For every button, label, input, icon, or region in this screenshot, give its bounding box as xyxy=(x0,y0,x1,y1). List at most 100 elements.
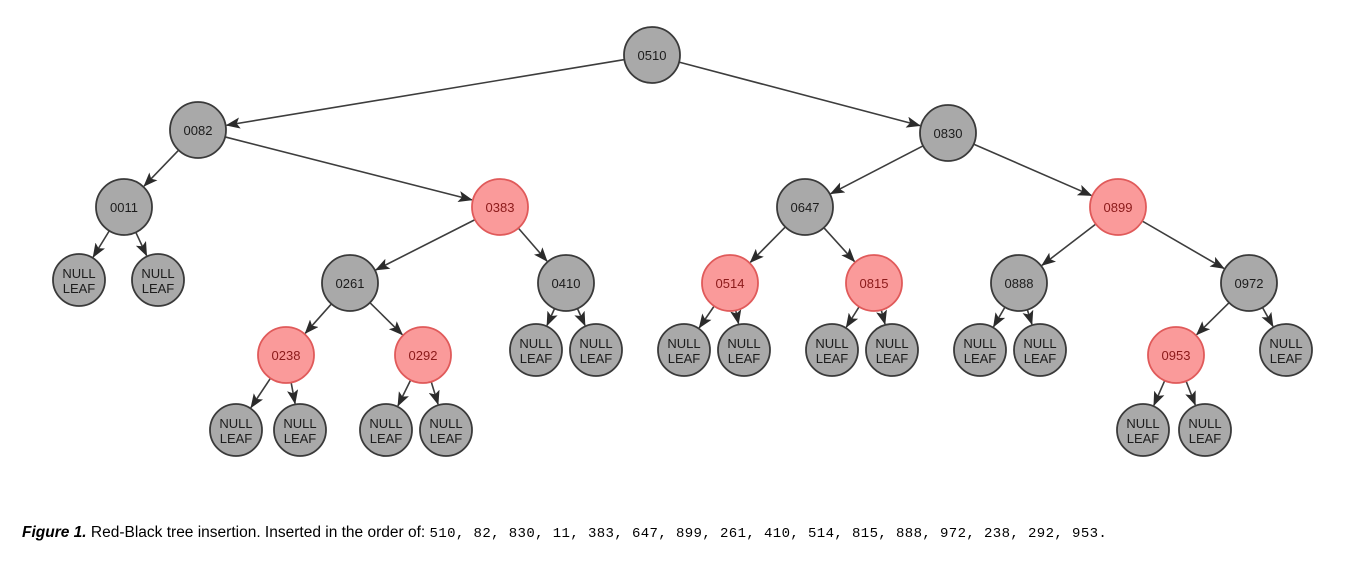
tree-node-383[interactable]: 0383 xyxy=(471,178,529,236)
leaf-circle xyxy=(569,323,623,377)
tree-edge xyxy=(135,232,148,257)
tree-edge xyxy=(1022,309,1034,326)
tree-edge xyxy=(375,219,475,271)
node-circle xyxy=(257,326,315,384)
leaf-circle xyxy=(717,323,771,377)
figure-caption-text: Red-Black tree insertion. Inserted in th… xyxy=(86,524,430,541)
node-circle xyxy=(776,178,834,236)
tree-nodes: 0510 0082 0830 0011 0383 0647 0899 0261 0410 0514… xyxy=(52,26,1313,457)
tree-node-514[interactable]: 0514 xyxy=(701,254,759,312)
leaf-circle xyxy=(52,253,106,307)
tree-edge xyxy=(1261,307,1274,328)
node-circle xyxy=(321,254,379,312)
tree-node-11[interactable]: 0011 xyxy=(95,178,153,236)
tree-edge xyxy=(679,61,921,128)
node-circle xyxy=(919,104,977,162)
tree-edge xyxy=(876,309,887,325)
tree-node-647[interactable]: 0647 xyxy=(776,178,834,236)
tree-edge xyxy=(304,303,332,335)
node-circle xyxy=(623,26,681,84)
leaf-circle xyxy=(273,403,327,457)
tree-edge xyxy=(845,306,860,328)
leaf-circle xyxy=(805,323,859,377)
tree-edge xyxy=(225,136,473,202)
tree-edge xyxy=(428,382,440,406)
tree-edge xyxy=(749,226,786,264)
tree-edge xyxy=(369,302,404,336)
tree-node-238[interactable]: 0238 xyxy=(257,326,315,384)
tree-edge xyxy=(992,307,1006,328)
tree-edge xyxy=(250,378,271,409)
leaf-circle xyxy=(509,323,563,377)
tree-edge xyxy=(823,227,856,263)
node-circle xyxy=(990,254,1048,312)
tree-node-953[interactable]: 0953 xyxy=(1147,326,1205,384)
leaf-circle xyxy=(359,403,413,457)
leaf-circle xyxy=(953,323,1007,377)
leaf-circle xyxy=(1013,323,1067,377)
node-circle xyxy=(537,254,595,312)
tree-edge xyxy=(546,308,558,327)
tree-node-830[interactable]: 0830 xyxy=(919,104,977,162)
tree-edge xyxy=(518,227,548,262)
leaf-circle xyxy=(209,403,263,457)
tree-node-410[interactable]: 0410 xyxy=(537,254,595,312)
leaf-circle xyxy=(865,323,919,377)
leaf-circle xyxy=(131,253,185,307)
leaf-circle xyxy=(1259,323,1313,377)
leaf-circle xyxy=(1116,403,1170,457)
tree-edge xyxy=(574,308,586,327)
tree-edge xyxy=(225,58,625,129)
node-circle xyxy=(845,254,903,312)
tree-edge xyxy=(730,309,742,325)
node-circle xyxy=(471,178,529,236)
tree-node-815[interactable]: 0815 xyxy=(845,254,903,312)
tree-edge xyxy=(287,382,299,405)
tree-edge xyxy=(698,306,715,329)
node-circle xyxy=(95,178,153,236)
tree-node-82[interactable]: 0082 xyxy=(169,101,227,159)
tree-edge xyxy=(829,145,924,195)
tree-edge xyxy=(1195,302,1230,336)
tree-edge xyxy=(92,230,110,258)
figure-caption: Figure 1. Red-Black tree insertion. Inse… xyxy=(22,523,1332,543)
tree-edge xyxy=(1041,223,1096,266)
tree-edges xyxy=(92,58,1274,409)
tree-edge xyxy=(143,149,179,187)
red-black-tree-diagram: 0510 0082 0830 0011 0383 0647 0899 0261 0410 0514… xyxy=(52,26,1313,457)
node-circle xyxy=(1089,178,1147,236)
tree-edge xyxy=(1185,381,1197,406)
tree-node-261[interactable]: 0261 xyxy=(321,254,379,312)
tree-node-292[interactable]: 0292 xyxy=(394,326,452,384)
tree-node-888[interactable]: 0888 xyxy=(990,254,1048,312)
tree-node-510[interactable]: 0510 xyxy=(623,26,681,84)
tree-node-899[interactable]: 0899 xyxy=(1089,178,1147,236)
node-circle xyxy=(1147,326,1205,384)
leaf-circle xyxy=(657,323,711,377)
node-circle xyxy=(1220,254,1278,312)
tree-node-972[interactable]: 0972 xyxy=(1220,254,1278,312)
tree-edge xyxy=(1142,220,1225,270)
tree-edge xyxy=(1153,380,1166,407)
node-circle xyxy=(169,101,227,159)
node-circle xyxy=(701,254,759,312)
leaf-circle xyxy=(1178,403,1232,457)
